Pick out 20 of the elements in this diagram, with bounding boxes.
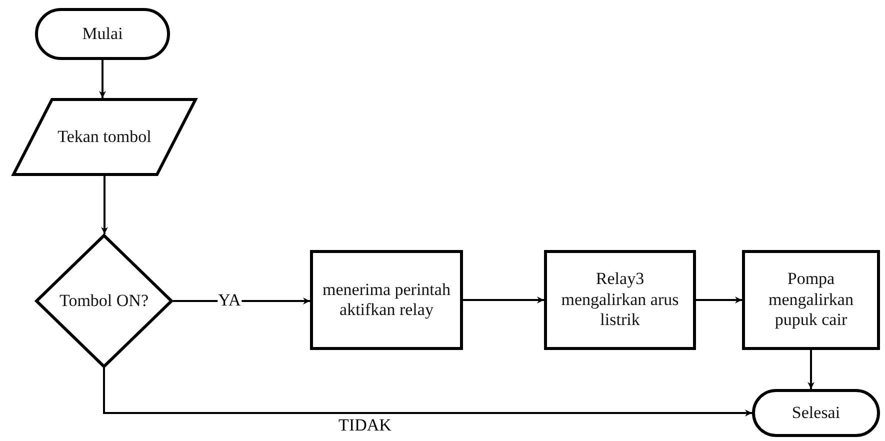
node-text: Tekan tombol — [56, 126, 152, 148]
node-text: menerima perintah aktifkan relay — [322, 280, 452, 320]
node-text: Pompa mengalirkan pupuk cair — [768, 269, 854, 331]
arrow — [808, 350, 814, 389]
node-text: Mulai — [81, 24, 124, 44]
node-text: Tombol ON? — [58, 290, 150, 312]
process-box — [544, 250, 696, 350]
terminal-shape — [35, 8, 170, 60]
arrow — [463, 296, 544, 304]
process-box — [310, 250, 463, 350]
arrow — [101, 176, 108, 234]
arrow — [696, 296, 742, 304]
input-parallelogram — [12, 98, 197, 176]
node-text: Relay3 mengalirkan arus listrik — [560, 269, 680, 331]
terminal-shape — [752, 389, 880, 437]
arrow — [103, 368, 752, 416]
decision-diamond — [35, 234, 173, 368]
process-box — [742, 250, 880, 350]
arrow — [99, 60, 106, 98]
node-text: Selesai — [790, 402, 842, 424]
